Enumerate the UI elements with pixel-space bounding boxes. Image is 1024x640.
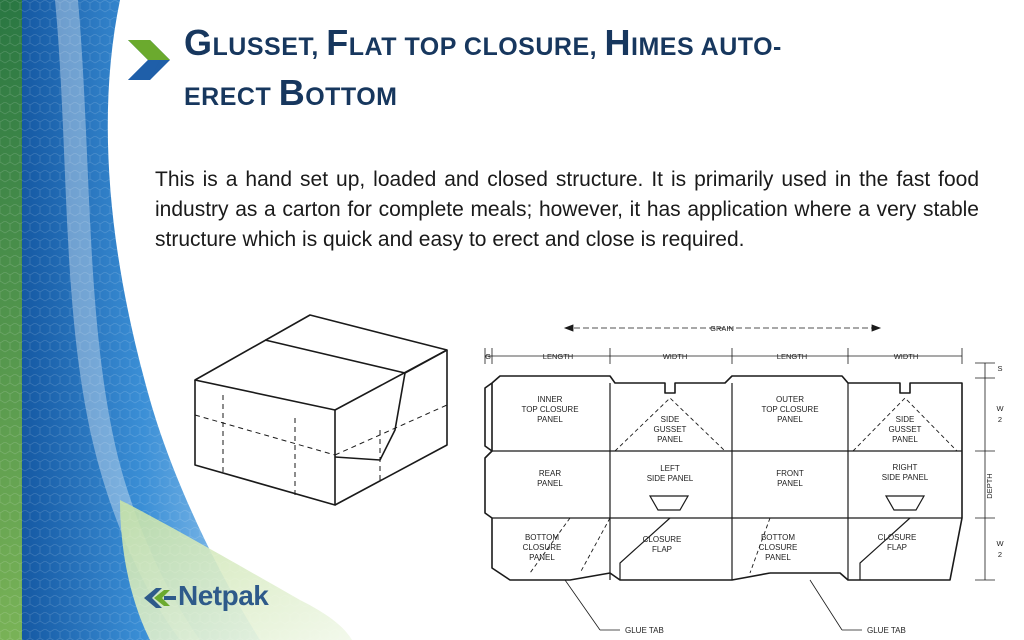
- bottom-closure-panel-2-label-2: CLOSURE: [759, 543, 798, 552]
- outer-top-closure-panel-label-1: OUTER: [776, 395, 804, 404]
- w-half-label-bottom: 2: [998, 550, 1002, 559]
- rear-panel-label-1: REAR: [539, 469, 561, 478]
- outer-top-closure-panel-label-3: PANEL: [777, 415, 803, 424]
- netpak-logo-icon: [144, 588, 176, 608]
- side-gusset-panel-2-label-2: GUSSET: [889, 425, 922, 434]
- side-gusset-panel-1-label-1: SIDE: [661, 415, 680, 424]
- carton-isometric-drawing: [194, 314, 448, 506]
- closure-flap-2-label-1: CLOSURE: [878, 533, 917, 542]
- glue-tab-label-1: GLUE TAB: [625, 626, 664, 635]
- w-label-top: W: [996, 404, 1004, 413]
- inner-top-closure-panel-label-3: PANEL: [537, 415, 563, 424]
- length-label-2: LENGTH: [777, 352, 807, 361]
- width-label-2: WIDTH: [894, 352, 919, 361]
- side-gusset-panel-2-label-3: PANEL: [892, 435, 918, 444]
- glue-tab-label-2: GLUE TAB: [867, 626, 906, 635]
- right-side-panel-label-1: RIGHT: [893, 463, 918, 472]
- bottom-closure-panel-1-label-3: PANEL: [529, 553, 555, 562]
- left-side-panel-label-1: LEFT: [660, 464, 680, 473]
- inner-top-closure-panel-label-1: INNER: [538, 395, 563, 404]
- length-label-1: LENGTH: [543, 352, 573, 361]
- slide-title: GLUSSET, FLAT TOP CLOSURE, HIMES AUTO- E…: [184, 22, 782, 113]
- side-gusset-panel-1-label-2: GUSSET: [654, 425, 687, 434]
- front-panel-label-1: FRONT: [776, 469, 804, 478]
- width-label-1: WIDTH: [663, 352, 688, 361]
- carton-dieline-drawing: GRAIN G LENGTH WIDTH LENGTH WIDTH S W 2 …: [484, 324, 1004, 635]
- bottom-closure-panel-2-label-1: BOTTOM: [761, 533, 795, 542]
- chevron-logo-icon: [128, 40, 170, 80]
- front-panel-label-2: PANEL: [777, 479, 803, 488]
- side-gusset-panel-2-label-1: SIDE: [896, 415, 915, 424]
- inner-top-closure-panel-label-2: TOP CLOSURE: [521, 405, 578, 414]
- w-label-bottom: W: [996, 539, 1004, 548]
- bottom-closure-panel-2-label-3: PANEL: [765, 553, 791, 562]
- brand-name: Netpak: [178, 580, 269, 611]
- side-gusset-panel-1-label-3: PANEL: [657, 435, 683, 444]
- closure-flap-2-label-2: FLAP: [887, 543, 907, 552]
- bottom-closure-panel-1-label-1: BOTTOM: [525, 533, 559, 542]
- right-side-panel-label-2: SIDE PANEL: [882, 473, 929, 482]
- closure-flap-1-label-2: FLAP: [652, 545, 672, 554]
- left-side-panel-label-2: SIDE PANEL: [647, 474, 694, 483]
- outer-top-closure-panel-label-2: TOP CLOSURE: [761, 405, 818, 414]
- grain-label: GRAIN: [710, 324, 734, 333]
- w-half-label-top: 2: [998, 415, 1002, 424]
- s-label: S: [997, 364, 1002, 373]
- closure-flap-1-label-1: CLOSURE: [643, 535, 682, 544]
- rear-panel-label-2: PANEL: [537, 479, 563, 488]
- g-label: G: [485, 352, 491, 361]
- slide-body-text: This is a hand set up, loaded and closed…: [155, 168, 979, 251]
- depth-label: DEPTH: [985, 473, 994, 498]
- bottom-closure-panel-1-label-2: CLOSURE: [523, 543, 562, 552]
